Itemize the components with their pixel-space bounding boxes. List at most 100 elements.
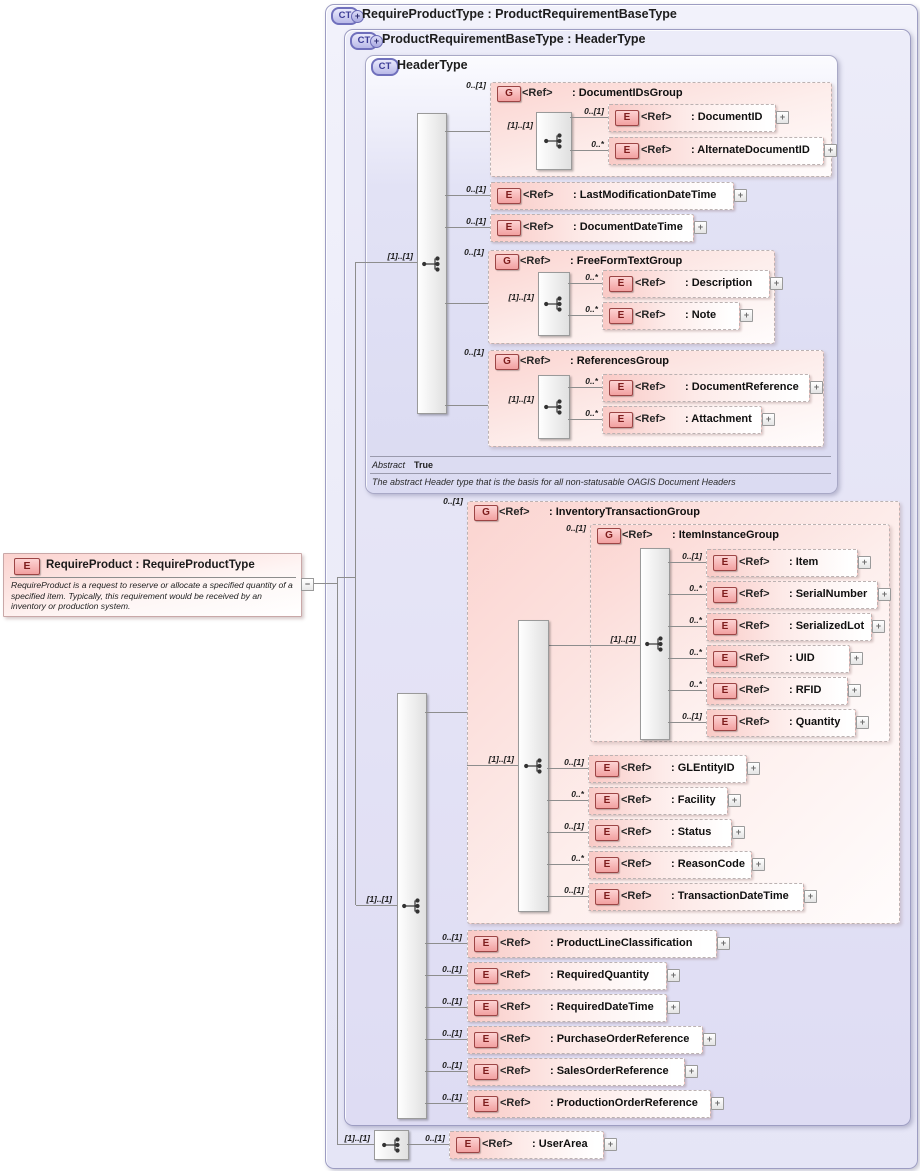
- element-lastmodificationdatetime[interactable]: E <Ref> : LastModificationDateTime: [490, 182, 734, 210]
- cardinality-label: [1]..[1]: [508, 394, 535, 404]
- expand-button[interactable]: +: [824, 144, 837, 157]
- element-glentityid[interactable]: E <Ref> : GLEntityID: [588, 755, 747, 783]
- expand-button[interactable]: +: [752, 858, 765, 871]
- headertype-annotation: The abstract Header type that is the bas…: [372, 477, 736, 487]
- sequence-compositor[interactable]: [640, 548, 670, 740]
- expand-button[interactable]: +: [856, 716, 869, 729]
- connector-line: [337, 577, 338, 1145]
- group-icon: G: [474, 505, 498, 521]
- expand-button[interactable]: +: [711, 1097, 724, 1110]
- expand-button[interactable]: +: [747, 762, 760, 775]
- sequence-compositor[interactable]: [518, 620, 549, 912]
- element-documentid[interactable]: E <Ref> : DocumentID: [608, 104, 776, 132]
- global-element-requireproduct[interactable]: E RequireProduct : RequireProductType Re…: [3, 553, 302, 617]
- sequence-compositor[interactable]: [538, 375, 570, 439]
- connector-line: [668, 722, 706, 723]
- expand-button[interactable]: +: [728, 794, 741, 807]
- element-userarea[interactable]: E <Ref> : UserArea: [449, 1131, 604, 1159]
- complex-type-icon: CT+: [350, 32, 383, 50]
- ref-label: <Ref>: [739, 620, 770, 632]
- element-alternatedocumentid[interactable]: E <Ref> : AlternateDocumentID: [608, 137, 824, 165]
- element-icon: E: [609, 380, 633, 396]
- element-documentreference[interactable]: E <Ref> : DocumentReference: [602, 374, 810, 402]
- element-icon: E: [595, 825, 619, 841]
- element-icon: E: [595, 793, 619, 809]
- connector-line: [568, 387, 602, 388]
- element-attachment[interactable]: E <Ref> : Attachment: [602, 406, 762, 434]
- expand-button[interactable]: +: [694, 221, 707, 234]
- expand-button[interactable]: +: [734, 189, 747, 202]
- expand-button[interactable]: +: [604, 1138, 617, 1151]
- sequence-compositor[interactable]: [536, 112, 572, 170]
- element-salesorderreference[interactable]: E <Ref> : SalesOrderReference: [467, 1058, 685, 1086]
- connector-line: [568, 315, 602, 316]
- element-name: : Item: [789, 556, 819, 568]
- cardinality-label: 0..*: [571, 853, 584, 863]
- cardinality-label: 0..[1]: [464, 247, 484, 257]
- element-productionorderreference[interactable]: E <Ref> : ProductionOrderReference: [467, 1090, 711, 1118]
- sequence-compositor[interactable]: [397, 693, 427, 1119]
- element-productlineclassification[interactable]: E <Ref> : ProductLineClassification: [467, 930, 717, 958]
- abstract-label: Abstract: [372, 460, 406, 470]
- sequence-compositor[interactable]: [374, 1130, 409, 1160]
- expand-button[interactable]: +: [770, 277, 783, 290]
- cardinality-label: [1]..[1]: [610, 634, 637, 644]
- expand-button[interactable]: +: [762, 413, 775, 426]
- expand-button[interactable]: +: [685, 1065, 698, 1078]
- expand-button[interactable]: +: [667, 1001, 680, 1014]
- ref-label: <Ref>: [523, 189, 554, 201]
- element-documentdatetime[interactable]: E <Ref> : DocumentDateTime: [490, 214, 694, 242]
- cardinality-label: 0..*: [585, 304, 598, 314]
- element-name: : ProductionOrderReference: [550, 1097, 698, 1109]
- element-reasoncode[interactable]: E <Ref> : ReasonCode: [588, 851, 752, 879]
- expand-button[interactable]: +: [878, 588, 891, 601]
- element-name: : SerializedLot: [789, 620, 865, 632]
- element-description[interactable]: E <Ref> : Description: [602, 270, 770, 298]
- element-serializedlot[interactable]: E <Ref> : SerializedLot: [706, 613, 872, 641]
- cardinality-label: 0..*: [689, 615, 702, 625]
- element-icon: E: [456, 1137, 480, 1153]
- ref-label: <Ref>: [621, 858, 652, 870]
- expand-button[interactable]: +: [872, 620, 885, 633]
- cardinality-label: 0..*: [585, 376, 598, 386]
- expand-button[interactable]: +: [667, 969, 680, 982]
- element-facility[interactable]: E <Ref> : Facility: [588, 787, 728, 815]
- sequence-compositor[interactable]: [538, 272, 570, 336]
- element-serialnumber[interactable]: E <Ref> : SerialNumber: [706, 581, 878, 609]
- expand-button[interactable]: +: [804, 890, 817, 903]
- connector-line: [668, 658, 706, 659]
- element-transactiondatetime[interactable]: E <Ref> : TransactionDateTime: [588, 883, 804, 911]
- cardinality-label: [1]..[1]: [344, 1133, 371, 1143]
- ref-label: <Ref>: [500, 969, 531, 981]
- ref-label: <Ref>: [621, 890, 652, 902]
- expand-button[interactable]: +: [850, 652, 863, 665]
- cardinality-label: 0..[1]: [425, 1133, 445, 1143]
- cardinality-label: 0..[1]: [682, 551, 702, 561]
- expand-button[interactable]: +: [717, 937, 730, 950]
- element-requireddatetime[interactable]: E <Ref> : RequiredDateTime: [467, 994, 667, 1022]
- expand-button[interactable]: +: [858, 556, 871, 569]
- element-purchaseorderreference[interactable]: E <Ref> : PurchaseOrderReference: [467, 1026, 703, 1054]
- collapse-connector-button[interactable]: −: [301, 578, 314, 591]
- expand-button[interactable]: +: [740, 309, 753, 322]
- ref-label: <Ref>: [500, 937, 531, 949]
- sequence-compositor[interactable]: [417, 113, 447, 414]
- element-status[interactable]: E <Ref> : Status: [588, 819, 732, 847]
- element-name: : AlternateDocumentID: [691, 144, 810, 156]
- expand-button[interactable]: +: [732, 826, 745, 839]
- expand-button[interactable]: +: [703, 1033, 716, 1046]
- element-requiredquantity[interactable]: E <Ref> : RequiredQuantity: [467, 962, 667, 990]
- element-note[interactable]: E <Ref> : Note: [602, 302, 740, 330]
- ref-label: <Ref>: [635, 277, 666, 289]
- expand-button[interactable]: +: [810, 381, 823, 394]
- connector-line: [547, 768, 588, 769]
- element-uid[interactable]: E <Ref> : UID: [706, 645, 850, 673]
- expand-button[interactable]: +: [776, 111, 789, 124]
- cardinality-label: 0..*: [689, 583, 702, 593]
- element-rfid[interactable]: E <Ref> : RFID: [706, 677, 848, 705]
- element-quantity[interactable]: E <Ref> : Quantity: [706, 709, 856, 737]
- expand-button[interactable]: +: [848, 684, 861, 697]
- element-item[interactable]: E <Ref> : Item: [706, 549, 858, 577]
- cardinality-label: 0..*: [689, 679, 702, 689]
- element-icon: E: [595, 857, 619, 873]
